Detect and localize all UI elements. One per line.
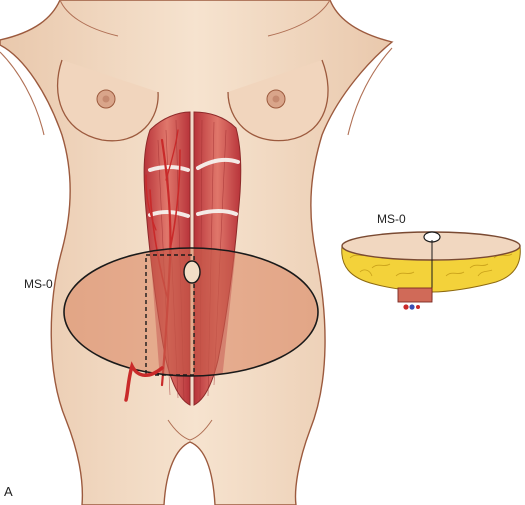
vessel-branch-small	[145, 174, 157, 231]
left-nipple-center	[102, 95, 110, 103]
panel-label: A	[4, 484, 13, 499]
harvest-area-dashed	[145, 254, 195, 376]
fat-lobules	[349, 253, 513, 277]
flap-zone-label-right: MS-0	[377, 212, 406, 226]
flap-zone-ms0	[63, 247, 319, 402]
vessel-branch-medial	[169, 149, 181, 251]
left-arm-contour	[0, 51, 45, 136]
right-arm-contour	[347, 47, 393, 136]
cross-section-inset	[341, 231, 521, 310]
inset-artery	[403, 304, 409, 310]
vessel-branch-upper	[165, 129, 179, 181]
breasts	[56, 59, 329, 142]
right-nipple-center	[272, 95, 280, 103]
neck-contour-right	[267, 0, 331, 37]
inset-vessel-small	[416, 305, 420, 309]
flap-zone-label-left: MS-0	[24, 277, 53, 291]
inset-vein	[409, 304, 415, 310]
inset-muscle-block	[397, 287, 433, 303]
external-vessel	[124, 361, 164, 402]
flap-ellipse-outline	[63, 247, 319, 377]
flap-ellipse-fill	[64, 248, 318, 376]
neck-contour-left	[59, 0, 119, 37]
umbilicus	[183, 260, 201, 284]
groin-contour	[167, 419, 213, 441]
